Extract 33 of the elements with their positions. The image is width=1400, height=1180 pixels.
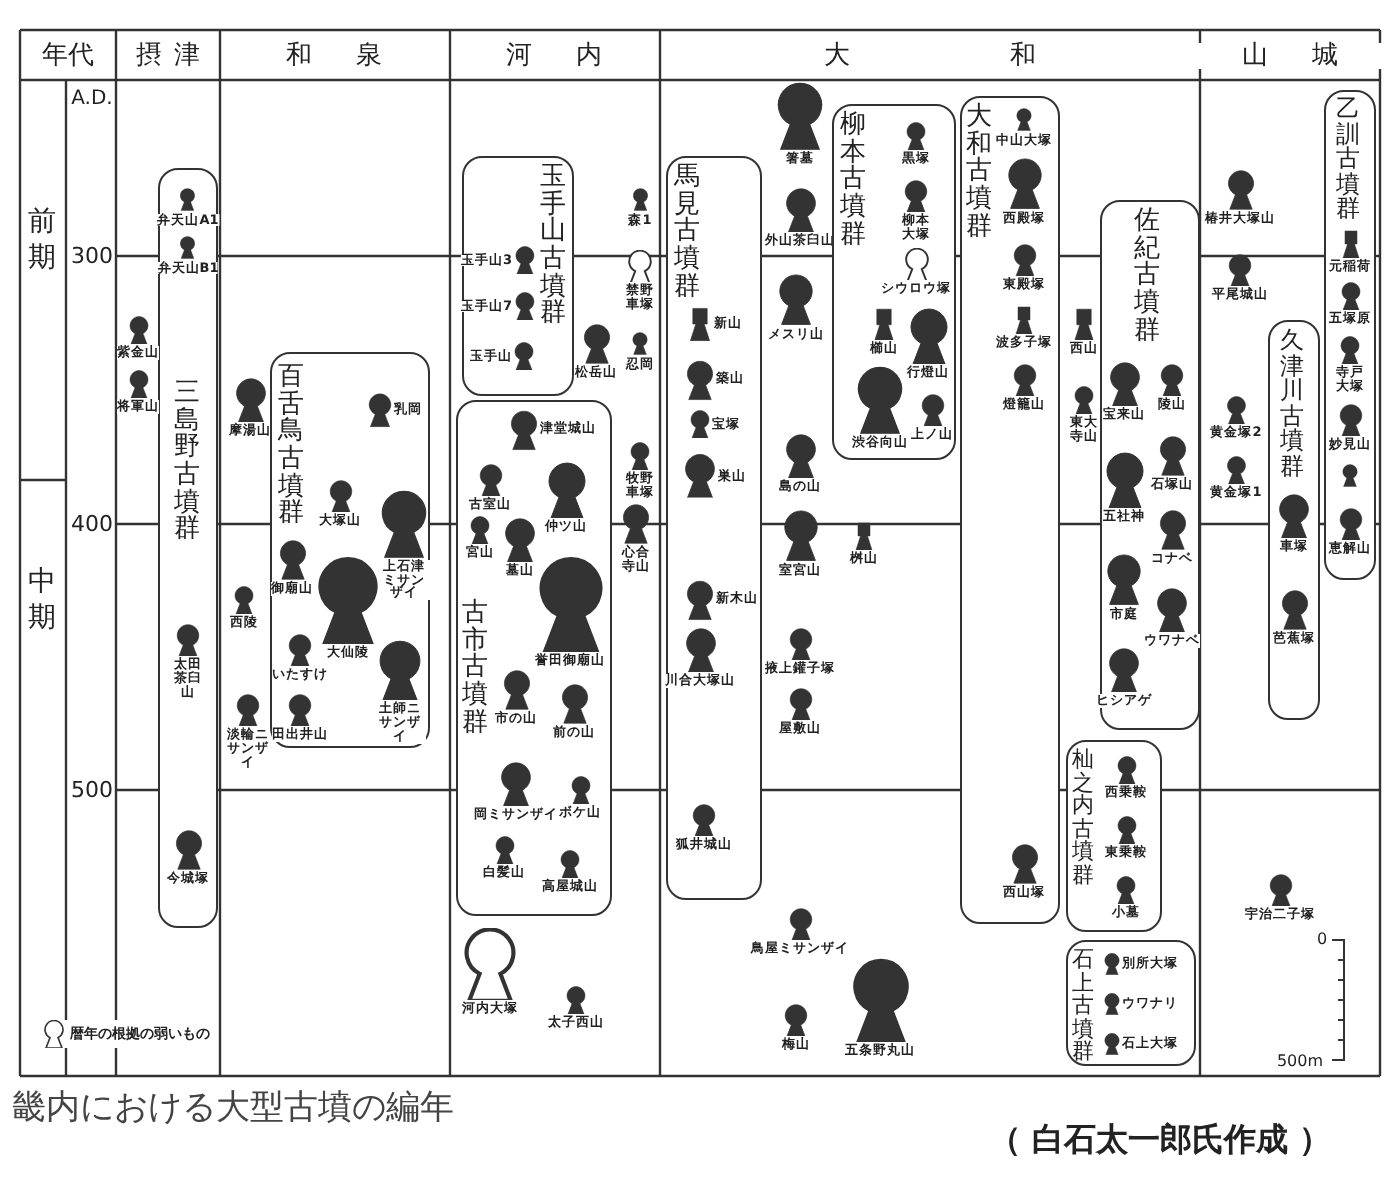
- group-frame: [1268, 320, 1320, 720]
- group-heading: 乙訓古墳群: [1336, 96, 1360, 222]
- group-heading: 柳本古墳群: [840, 112, 866, 249]
- group-frame: [1066, 940, 1196, 1066]
- group-frame: [1324, 90, 1376, 580]
- group-heading: 久津川古墳群: [1280, 328, 1304, 480]
- group-frame: [456, 400, 612, 916]
- group-heading: 杣之内古墳群: [1072, 748, 1094, 887]
- group-heading: 佐紀古墳群: [1134, 208, 1160, 345]
- group-frame: [960, 96, 1060, 924]
- header-label: 山城: [1198, 43, 1382, 69]
- group-frame: [462, 156, 574, 396]
- group-heading: 馬見古墳群: [674, 164, 700, 301]
- year-label: 400: [71, 513, 113, 535]
- group-frame: [158, 168, 218, 928]
- group-heading: 石上古墳群: [1072, 948, 1094, 1064]
- group-frame: [832, 104, 956, 460]
- group-heading: 玉手山古墳群: [540, 164, 566, 328]
- scale-label: 500m: [1276, 1054, 1324, 1070]
- group-heading: 大和古墳群: [966, 104, 992, 241]
- year-label: 500: [71, 779, 113, 801]
- year-label: A.D.: [71, 90, 113, 110]
- group-frame: [270, 352, 430, 748]
- caption: 畿内における大型古墳の編年: [12, 1092, 454, 1126]
- year-label: 300: [71, 245, 113, 267]
- group-heading: 三島野古墳群: [174, 380, 200, 544]
- group-frame: [1066, 740, 1162, 932]
- group-frame: [666, 156, 762, 900]
- scale-label: 0: [1316, 932, 1328, 948]
- group-heading: 百舌鳥古墳群: [278, 364, 304, 528]
- group-heading: 古市古墳群: [462, 600, 488, 737]
- group-frame: [1100, 200, 1200, 730]
- header-label: 年代: [42, 43, 94, 69]
